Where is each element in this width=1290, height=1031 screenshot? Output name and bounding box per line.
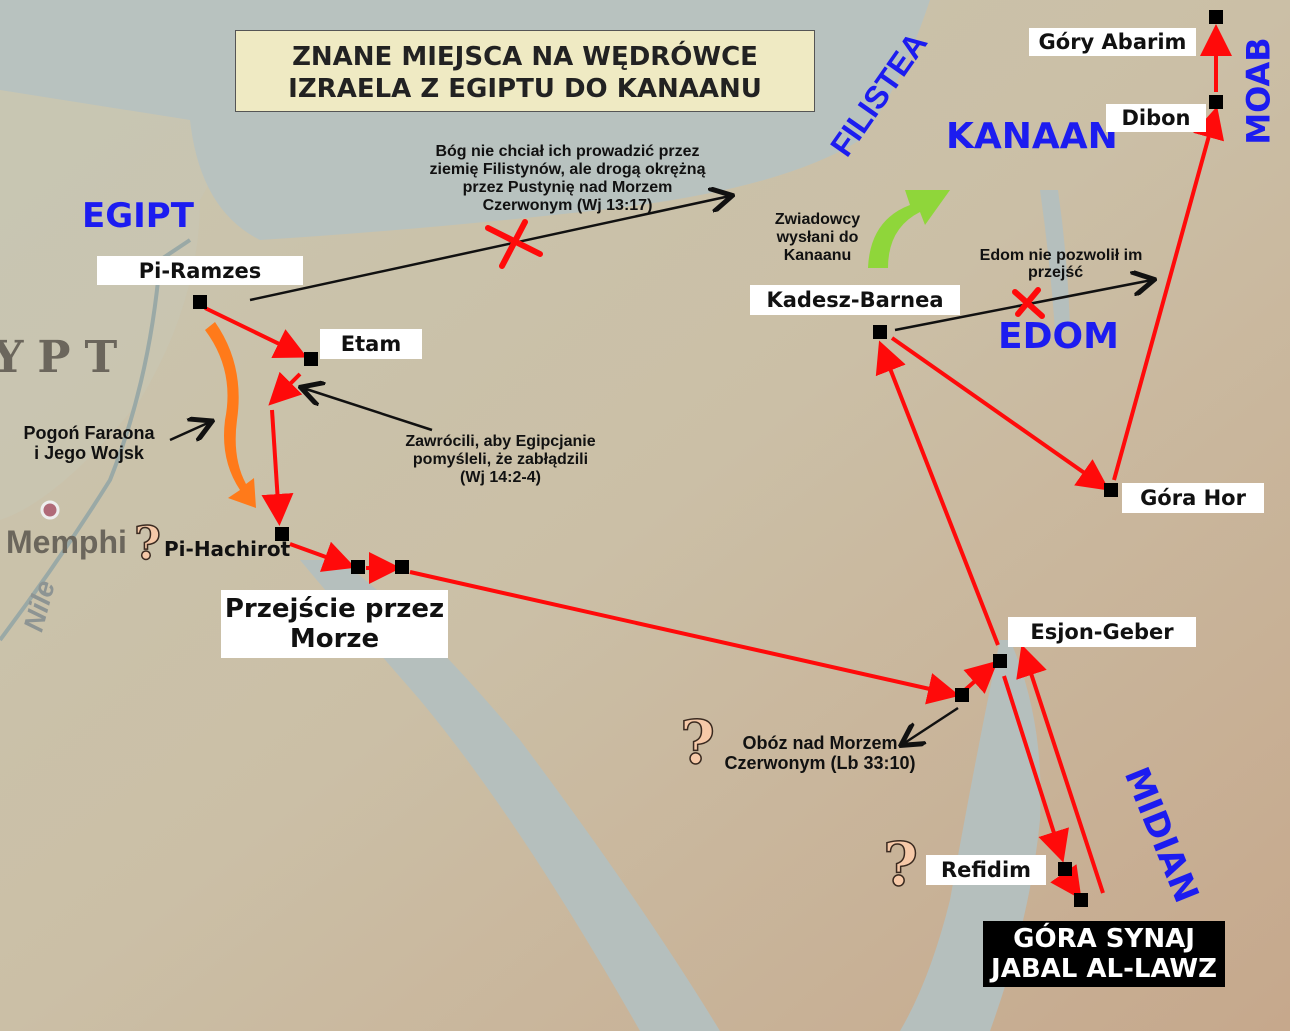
title-line-1: ZNANE MIEJSCA NA WĘDRÓWCE [292,42,758,72]
region-edom: EDOM [998,316,1119,357]
place-esjon-geber[interactable]: Esjon-Geber [1008,617,1196,647]
question-mark-icon: ? [133,515,161,571]
place-kadesz-barnea[interactable]: Kadesz-Barnea [750,285,960,315]
spies-arrow [868,190,950,268]
basemap-memphis-label: Memphi [6,524,127,560]
place-gora-synaj[interactable]: GÓRA SYNAJ JABAL AL-LAWZ [983,921,1225,987]
pharaoh-pursuit-arrow [205,322,256,508]
route-segment [1016,644,1105,894]
location-markers [193,10,1223,907]
memphis-dot [40,500,60,520]
route-segment [409,570,960,705]
synaj-line-2: JABAL AL-LAWZ [991,954,1217,984]
route-segment [268,371,303,406]
place-sea-crossing[interactable]: Przejście przez Morze [221,590,448,658]
place-gory-abarim[interactable]: Góry Abarim [1029,28,1196,56]
route-segment [1112,106,1225,481]
place-pi-ramzes[interactable]: Pi-Ramzes [97,256,303,285]
route-arrows [204,24,1232,900]
route-segment [963,660,998,694]
crossing-line-2: Morze [289,624,380,654]
synaj-line-1: GÓRA SYNAJ [1013,924,1195,954]
gulf-of-suez [300,560,720,1031]
place-refidim[interactable]: Refidim [926,855,1046,885]
place-gora-hor[interactable]: Góra Hor [1122,483,1264,513]
region-egipt: EGIPT [82,196,194,236]
route-segment [890,336,1110,491]
region-kanaan: KANAAN [946,116,1118,157]
dead-sea [1040,190,1070,330]
route-segment [204,306,308,358]
place-dibon[interactable]: Dibon [1106,104,1206,132]
question-mark-icon: ? [882,829,919,901]
title-line-2: IZRAELA Z EGIPTU DO KANAANU [288,74,762,104]
place-etam[interactable]: Etam [320,329,422,359]
place-pi-hachirot[interactable]: Pi-Hachirot [164,537,291,561]
basemap-egypt-label: YPT [0,332,132,383]
route-segment [1002,675,1069,863]
route-segment [875,340,1000,646]
route-segment [1050,864,1082,900]
question-mark-icon: ? [679,707,716,779]
map-title: ZNANE MIEJSCA NA WĘDRÓWCE IZRAELA Z EGIP… [235,30,815,112]
region-moab: MOAB [1239,37,1278,145]
crossing-line-1: Przejście przez [224,594,445,624]
nile-river [0,238,192,642]
route-segment [289,541,356,572]
route-segment [261,409,294,526]
blocked-x-icon [485,219,1045,319]
